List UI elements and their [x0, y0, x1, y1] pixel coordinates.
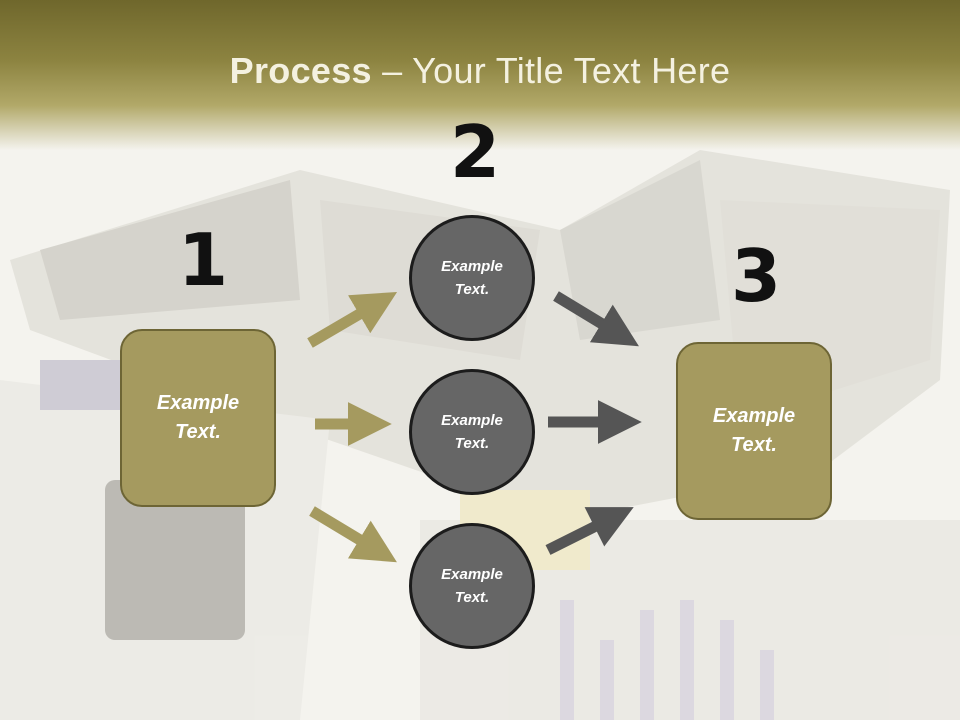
arrow-2a-to-3 — [553, 291, 639, 347]
step-3-number: 3 — [731, 234, 782, 318]
header-band — [0, 0, 960, 150]
step-2-circle-3-text: Example Text. — [441, 566, 503, 606]
title-rest: – Your Title Text Here — [371, 50, 731, 91]
step-1-text: Example Text. — [156, 392, 240, 443]
arrow-1-to-2c — [309, 506, 397, 563]
title-bold: Process — [229, 50, 372, 91]
arrow-1-to-2a — [307, 291, 398, 348]
step-2-circle-2: Example Text. — [409, 369, 535, 495]
step-1-box: Example Text. — [120, 329, 276, 507]
step-2-number: 2 — [450, 110, 501, 194]
step-3-box: Example Text. — [676, 342, 832, 520]
step-2-circle-2-text: Example Text. — [441, 412, 503, 452]
step-2-circle-3: Example Text. — [409, 523, 535, 649]
step-1-number: 1 — [178, 218, 229, 302]
arrow-2c-to-3 — [545, 507, 634, 555]
step-2-circle-1-text: Example Text. — [441, 258, 503, 298]
page-title: Process – Your Title Text Here — [0, 50, 960, 92]
step-3-text: Example Text. — [712, 405, 796, 456]
step-2-circle-1: Example Text. — [409, 215, 535, 341]
